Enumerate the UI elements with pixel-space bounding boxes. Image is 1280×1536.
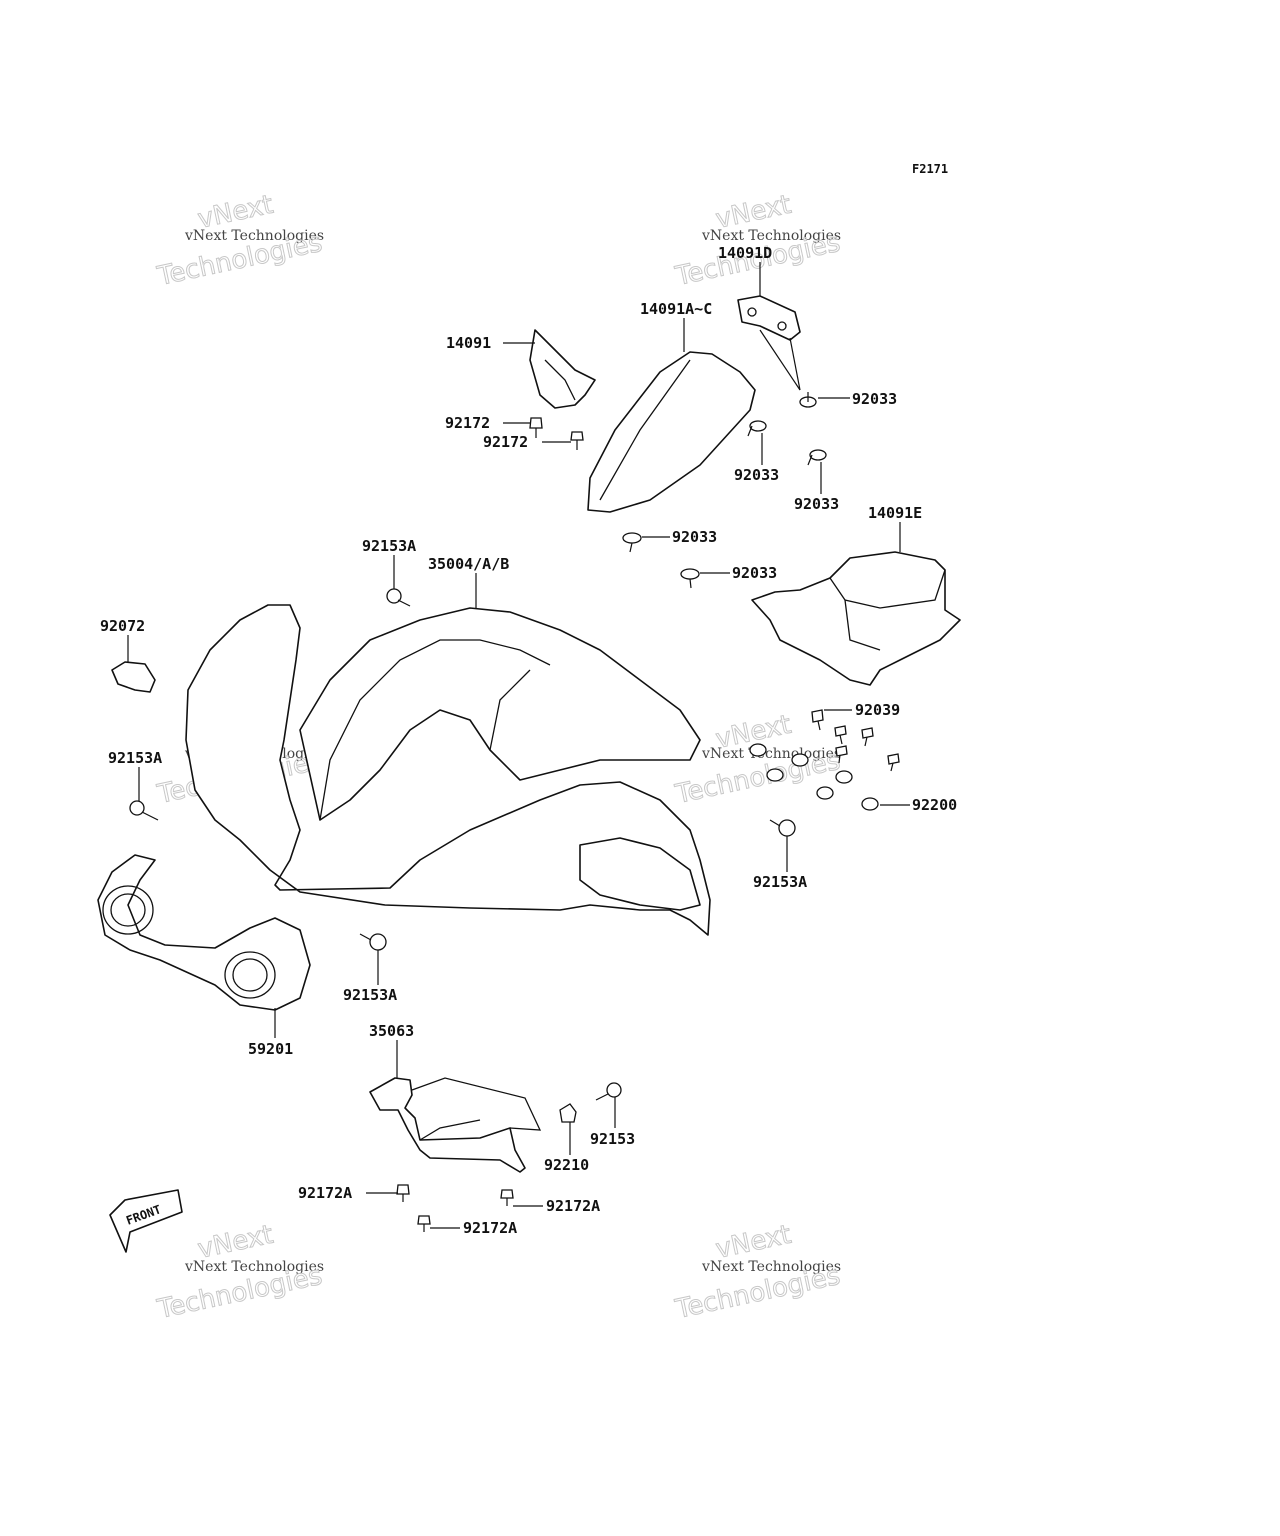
part-piece-14091 bbox=[529, 329, 596, 409]
fastener-92153a-c bbox=[769, 819, 796, 837]
callout-92153a-a: 92153A bbox=[362, 537, 416, 555]
fastener-92153a-a bbox=[386, 588, 411, 607]
front-direction-marker: FRONT bbox=[109, 1189, 183, 1253]
callout-59201: 59201 bbox=[248, 1040, 293, 1058]
fastener-92033-d bbox=[622, 532, 642, 553]
callout-14091d: 14091D bbox=[718, 244, 772, 262]
svg-text:vNext Technologies: vNext Technologies bbox=[701, 1259, 841, 1275]
fastener-92033-e bbox=[680, 568, 700, 589]
part-fender-35004 bbox=[185, 604, 711, 936]
watermark-top-left: vNext vNext Technologies Technologies bbox=[154, 189, 326, 292]
fastener-92153a-d bbox=[359, 933, 387, 951]
callout-35004: 35004/A/B bbox=[428, 555, 509, 573]
nut-92210 bbox=[559, 1103, 577, 1123]
callout-14091: 14091 bbox=[446, 334, 491, 352]
svg-text:vNext Technologies: vNext Technologies bbox=[184, 228, 324, 244]
watermark-bottom-right: vNext vNext Technologies Technologies bbox=[672, 1219, 844, 1325]
part-box-14091e bbox=[751, 551, 961, 686]
part-cover-14091a bbox=[587, 351, 756, 513]
callout-92072: 92072 bbox=[100, 617, 145, 635]
fastener-92033-a bbox=[799, 392, 817, 408]
callout-92172-b: 92172 bbox=[483, 433, 528, 451]
callout-92033-d: 92033 bbox=[672, 528, 717, 546]
part-bracket-35063 bbox=[369, 1077, 542, 1173]
fastener-92172-b bbox=[570, 431, 584, 450]
watermark-top-right: vNext vNext Technologies Technologies bbox=[672, 189, 844, 292]
watermark-bottom-left: vNext vNext Technologies Technologies bbox=[154, 1219, 326, 1325]
callout-92039: 92039 bbox=[855, 701, 900, 719]
fastener-92153a-b bbox=[129, 800, 159, 821]
callout-92153a-d: 92153A bbox=[343, 986, 397, 1004]
svg-text:vNext Technologies: vNext Technologies bbox=[184, 1259, 324, 1275]
svg-text:vNext Technologies: vNext Technologies bbox=[701, 228, 841, 244]
fastener-92172a-c bbox=[417, 1215, 431, 1232]
callout-92210: 92210 bbox=[544, 1156, 589, 1174]
fastener-group-92039 bbox=[811, 709, 900, 772]
callout-14091e: 14091E bbox=[868, 504, 922, 522]
callout-92033-c: 92033 bbox=[794, 495, 839, 513]
callout-92172-a: 92172 bbox=[445, 414, 490, 432]
fastener-92033-b bbox=[747, 420, 767, 437]
leader-lines bbox=[127, 262, 910, 1229]
fastener-92172a-b bbox=[500, 1189, 514, 1206]
callout-92153: 92153 bbox=[590, 1130, 635, 1148]
part-bracket-14091d bbox=[737, 295, 801, 391]
figure-code: F2171 bbox=[912, 162, 948, 176]
callout-14091a-c: 14091A~C bbox=[640, 300, 712, 318]
fastener-92172-a bbox=[529, 417, 543, 438]
callout-92153a-b: 92153A bbox=[108, 749, 162, 767]
callout-92172a-b: 92172A bbox=[546, 1197, 600, 1215]
callout-92033-e: 92033 bbox=[732, 564, 777, 582]
callout-92172a-a: 92172A bbox=[298, 1184, 352, 1202]
fastener-92153 bbox=[595, 1082, 622, 1101]
callout-92153a-c: 92153A bbox=[753, 873, 807, 891]
callout-92200: 92200 bbox=[912, 796, 957, 814]
callout-35063: 35063 bbox=[369, 1022, 414, 1040]
part-headlight-59201 bbox=[97, 854, 311, 1011]
callout-92033-a: 92033 bbox=[852, 390, 897, 408]
part-strap-92072 bbox=[111, 661, 156, 693]
washer-group-92200 bbox=[749, 743, 879, 811]
fastener-92172a-a bbox=[396, 1184, 410, 1202]
callout-92172a-c: 92172A bbox=[463, 1219, 517, 1237]
fastener-92033-c bbox=[807, 449, 827, 466]
callout-92033-b: 92033 bbox=[734, 466, 779, 484]
